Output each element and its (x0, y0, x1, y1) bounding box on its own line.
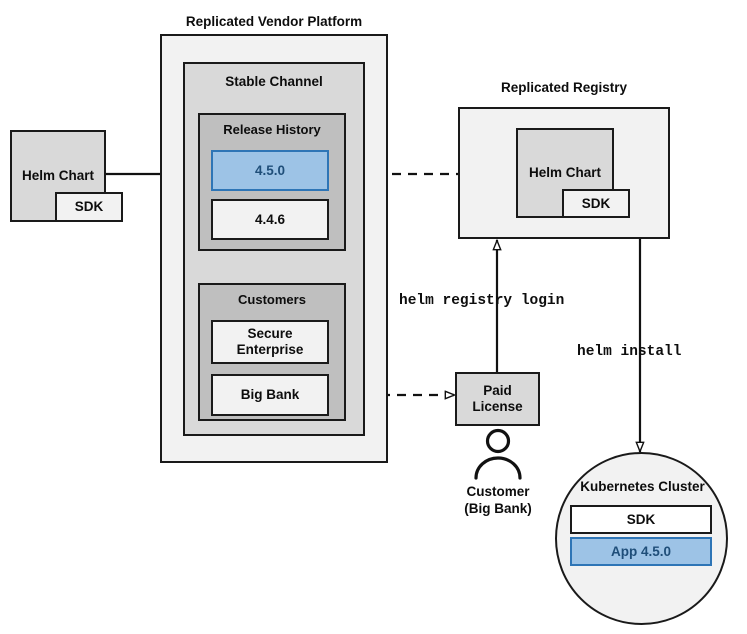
paid-license-line-2: License (472, 399, 523, 414)
cluster-item-app-label: App 4.5.0 (610, 543, 672, 559)
customer-secure-enterprise[interactable]: Secure Enterprise (211, 320, 329, 364)
vendor-platform-title: Replicated Vendor Platform (185, 14, 363, 29)
customer-big-bank[interactable]: Big Bank (211, 374, 329, 416)
registry-helm-chart-sdk-label: SDK (581, 195, 611, 211)
source-helm-chart-label: Helm Chart (21, 168, 94, 184)
release-history-label: Release History (223, 122, 321, 137)
paid-license-line-1: Paid (483, 383, 512, 399)
customer-secure-enterprise-label: Secure Enterprise (236, 326, 304, 357)
command-helm-registry-login: helm registry login (399, 293, 565, 309)
kubernetes-cluster-title: Kubernetes Cluster (580, 479, 705, 494)
stable-channel-label: Stable Channel (225, 74, 323, 89)
customer-big-bank-label: Big Bank (240, 387, 300, 403)
person-icon (474, 428, 522, 480)
command-helm-install: helm install (577, 344, 682, 360)
customers-label: Customers (238, 292, 306, 307)
customer-caption-line-2: (Big Bank) (464, 500, 532, 516)
registry-helm-chart-sdk: SDK (562, 189, 630, 218)
release-version-4-4-6[interactable]: 4.4.6 (211, 199, 329, 240)
customer-caption: Customer (Big Bank) (440, 484, 556, 518)
release-version-4-4-6-label: 4.4.6 (254, 211, 286, 227)
source-helm-chart-sdk: SDK (55, 192, 123, 222)
release-version-4-5-0[interactable]: 4.5.0 (211, 150, 329, 191)
paid-license-box: Paid License (455, 372, 540, 426)
cluster-item-sdk: SDK (570, 505, 712, 534)
registry-helm-chart-label: Helm Chart (528, 165, 601, 181)
registry-title: Replicated Registry (500, 80, 628, 95)
source-helm-chart-sdk-label: SDK (74, 199, 104, 215)
cluster-item-sdk-label: SDK (626, 511, 656, 527)
cluster-item-app: App 4.5.0 (570, 537, 712, 566)
release-version-4-5-0-label: 4.5.0 (254, 162, 286, 178)
customer-caption-line-1: Customer (466, 484, 530, 499)
